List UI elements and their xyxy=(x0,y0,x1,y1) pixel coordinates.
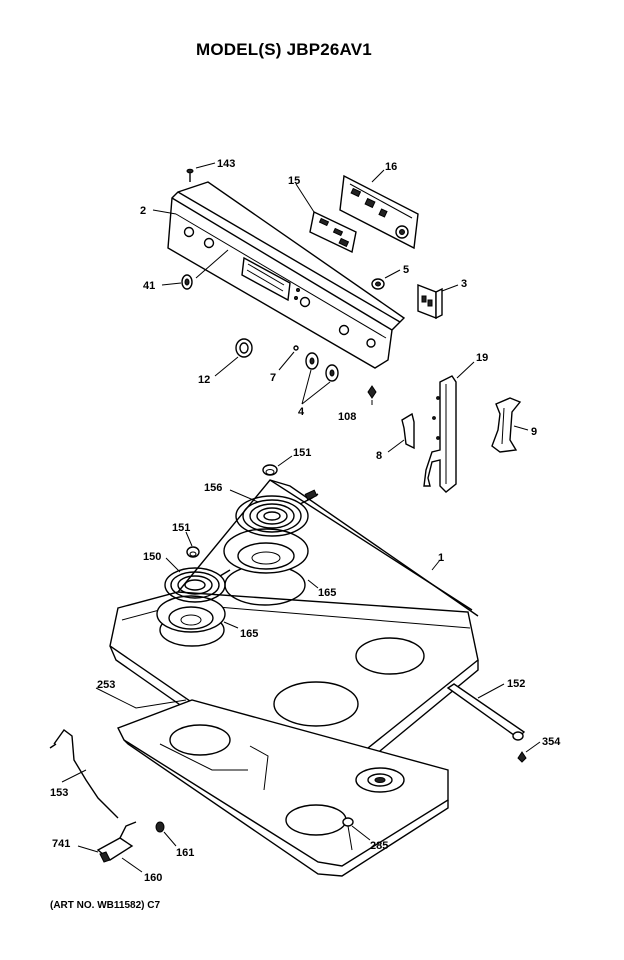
callout-152: 152 xyxy=(507,678,525,690)
wire-153: 153 xyxy=(49,729,119,819)
callout-9: 9 xyxy=(531,426,537,438)
screw-354: 354 xyxy=(517,736,561,763)
infinite-switch-741-160: 741 160 xyxy=(52,821,162,884)
callout-2: 2 xyxy=(140,205,146,217)
control-board-16: 16 xyxy=(339,161,419,250)
callout-7: 7 xyxy=(270,372,276,384)
callout-253: 253 xyxy=(97,679,115,691)
callout-108: 108 xyxy=(338,411,356,423)
rod-152: 152 xyxy=(446,678,525,741)
burner-box-pan xyxy=(117,699,449,877)
callout-143: 143 xyxy=(217,158,235,170)
callout-5: 5 xyxy=(403,264,409,276)
callout-3: 3 xyxy=(461,278,467,290)
control-panel-backsplash xyxy=(167,181,406,369)
callout-165-b: 165 xyxy=(240,628,258,640)
knob-41: 41 xyxy=(143,249,229,292)
knob-12: 12 xyxy=(198,338,253,386)
drip-pan-165-small: 165 xyxy=(156,595,258,640)
callout-151-b: 151 xyxy=(172,522,190,534)
bracket-19: 19 xyxy=(423,352,488,493)
drip-pan-165-large: 165 xyxy=(223,528,336,599)
callout-16: 16 xyxy=(385,161,397,173)
callout-15: 15 xyxy=(288,175,300,187)
trim-ring-151-left: 151 xyxy=(172,522,200,558)
callout-165-a: 165 xyxy=(318,587,336,599)
bracket-5: 5 xyxy=(371,264,409,290)
bracket-9: 9 xyxy=(491,397,537,453)
clip-7: 7 xyxy=(270,345,299,384)
control-board-15: 15 xyxy=(288,175,357,254)
channel-253: 253 xyxy=(95,679,187,709)
callout-741: 741 xyxy=(52,838,70,850)
knob-161: 161 xyxy=(155,821,194,859)
callout-156: 156 xyxy=(204,482,222,494)
callout-161: 161 xyxy=(176,847,194,859)
surface-unit-156: 156 xyxy=(204,482,319,537)
knobs-4: 4 xyxy=(298,352,339,418)
screw-143: 143 xyxy=(186,158,235,182)
callout-8: 8 xyxy=(376,450,382,462)
bracket-8: 8 xyxy=(376,412,415,462)
callout-160: 160 xyxy=(144,872,162,884)
callout-4: 4 xyxy=(298,406,305,418)
callout-41: 41 xyxy=(143,280,155,292)
callout-12: 12 xyxy=(198,374,210,386)
callout-150: 150 xyxy=(143,551,161,563)
switch-3: 3 xyxy=(417,278,467,320)
cooktop-main-top: 1 xyxy=(109,479,479,787)
callout-354: 354 xyxy=(542,736,561,748)
callout-151-a: 151 xyxy=(293,447,311,459)
screw-285: 285 xyxy=(342,817,388,852)
trim-ring-151-top: 151 xyxy=(262,447,311,476)
art-number: (ART NO. WB11582) C7 xyxy=(50,900,161,911)
callout-1: 1 xyxy=(438,552,444,564)
callout-285: 285 xyxy=(370,840,388,852)
callout-153: 153 xyxy=(50,787,68,799)
diagram-title: MODEL(S) JBP26AV1 xyxy=(196,40,372,59)
surface-unit-150: 150 xyxy=(143,551,231,603)
callout-19: 19 xyxy=(476,352,488,364)
screw-108: 108 xyxy=(338,385,377,423)
